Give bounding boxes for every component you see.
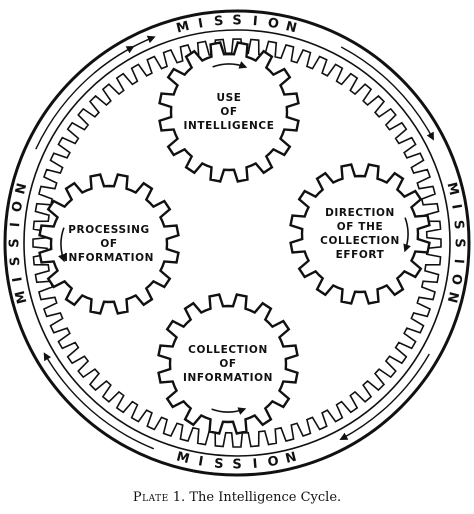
gear-use: USE OF INTELLIGENCE bbox=[158, 41, 300, 183]
gear-label-line: DIRECTION bbox=[325, 207, 395, 219]
gear-label-line: EFFORT bbox=[336, 249, 385, 261]
gear-label-line: COLLECTION bbox=[188, 344, 268, 356]
svg-text:S: S bbox=[214, 456, 225, 472]
svg-text:S: S bbox=[232, 458, 241, 473]
svg-text:I: I bbox=[10, 276, 26, 283]
outer-circle bbox=[3, 9, 471, 477]
svg-text:I: I bbox=[451, 258, 466, 264]
svg-text:N: N bbox=[13, 182, 30, 196]
gear-label-line: INFORMATION bbox=[64, 252, 154, 264]
gear-rotation-arrow bbox=[212, 61, 248, 69]
figure-caption: Plate 1. The Intelligence Cycle. bbox=[0, 490, 474, 505]
svg-text:O: O bbox=[10, 200, 27, 213]
svg-text:O: O bbox=[267, 16, 280, 33]
gear-processing: PROCESSING OF INFORMATION bbox=[38, 173, 180, 315]
gear-label-line: COLLECTION bbox=[320, 235, 400, 247]
ring-arrows bbox=[35, 35, 434, 450]
svg-text:S: S bbox=[452, 238, 467, 247]
gear-rotation-arrow bbox=[58, 227, 66, 263]
svg-text:S: S bbox=[214, 14, 225, 30]
svg-text:I: I bbox=[448, 203, 464, 210]
caption-plate-label: Plate bbox=[132, 490, 169, 505]
caption-text: 1. The Intelligence Cycle. bbox=[168, 490, 342, 505]
svg-text:M: M bbox=[443, 181, 461, 197]
gear-label-line: INTELLIGENCE bbox=[184, 120, 275, 132]
outer-ring bbox=[3, 9, 471, 477]
svg-text:M: M bbox=[175, 19, 191, 37]
cycle-arrow bbox=[43, 352, 155, 450]
gear-label-line: OF bbox=[219, 358, 236, 370]
gear-outline bbox=[157, 293, 299, 435]
gear-label-line: USE bbox=[216, 92, 241, 104]
svg-text:S: S bbox=[8, 256, 24, 267]
svg-text:I: I bbox=[252, 14, 258, 29]
svg-text:S: S bbox=[8, 238, 23, 247]
svg-text:I: I bbox=[8, 222, 23, 228]
inner-track-circle bbox=[23, 29, 451, 457]
gears: USE OF INTELLIGENCE DIRECTION OF THE COLLECTI… bbox=[38, 41, 431, 435]
svg-text:O: O bbox=[448, 273, 465, 286]
gear-outline bbox=[289, 163, 431, 305]
svg-text:M: M bbox=[175, 449, 191, 467]
svg-text:M: M bbox=[13, 289, 31, 305]
svg-text:I: I bbox=[197, 16, 204, 32]
gear-label-line: OF bbox=[100, 238, 117, 250]
svg-text:N: N bbox=[444, 290, 461, 304]
svg-text:S: S bbox=[232, 14, 241, 29]
svg-text:N: N bbox=[284, 19, 298, 36]
gear-rotation-arrow bbox=[403, 217, 411, 253]
svg-text:N: N bbox=[284, 450, 298, 467]
ring-gear-teeth bbox=[32, 38, 442, 448]
cycle-arrow bbox=[339, 353, 430, 440]
svg-text:I: I bbox=[197, 454, 204, 470]
cycle-arrow bbox=[35, 46, 135, 150]
cycle-arrow bbox=[340, 46, 434, 141]
gear-label-line: OF bbox=[220, 106, 237, 118]
gear-outline bbox=[158, 41, 300, 183]
gear-label-line: INFORMATION bbox=[183, 372, 273, 384]
gear-label-line: OF THE bbox=[337, 221, 383, 233]
gear-direction: DIRECTION OF THE COLLECTION EFFORT bbox=[289, 163, 431, 305]
gear-outline bbox=[38, 173, 180, 315]
svg-text:I: I bbox=[252, 457, 258, 472]
svg-text:S: S bbox=[450, 220, 466, 231]
gear-label-line: PROCESSING bbox=[68, 224, 150, 236]
svg-text:O: O bbox=[267, 454, 280, 471]
gear-collection: COLLECTION OF INFORMATION bbox=[157, 293, 299, 435]
gear-rotation-arrow bbox=[211, 407, 247, 415]
